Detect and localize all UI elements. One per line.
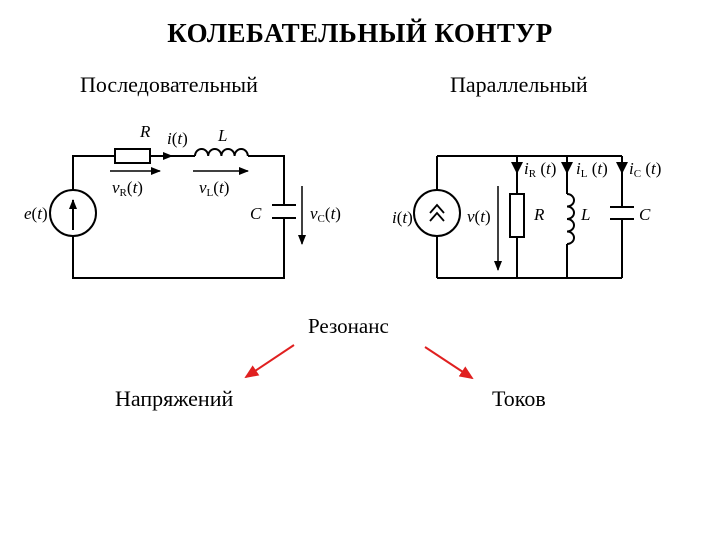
parallel-iL-arrow bbox=[561, 162, 573, 174]
parallel-source-double-arrow bbox=[429, 203, 445, 222]
series-circuit-heading: Последовательный bbox=[80, 72, 258, 97]
parallel-L-label: L bbox=[580, 205, 590, 224]
series-voltage-source bbox=[49, 189, 97, 237]
parallel-branch-current-arrows bbox=[511, 162, 628, 174]
series-resistor bbox=[114, 148, 151, 164]
parallel-R-label: R bbox=[533, 205, 545, 224]
series-C-label: C bbox=[250, 204, 262, 223]
parallel-iR-label: iR (t) bbox=[524, 159, 556, 180]
parallel-C-label: C bbox=[639, 205, 651, 224]
parallel-iC-label: iC (t) bbox=[629, 159, 661, 180]
parallel-circuit-heading: Параллельный bbox=[450, 72, 588, 97]
series-vR-label: vR(t) bbox=[112, 178, 143, 199]
series-e-label: e(t) bbox=[24, 204, 48, 223]
parallel-resistor bbox=[509, 193, 525, 238]
series-current-label: i(t) bbox=[167, 129, 188, 148]
series-L-label: L bbox=[217, 126, 227, 145]
current-resonance-label: Токов bbox=[492, 386, 546, 411]
arrow-to-voltage-resonance bbox=[244, 344, 295, 379]
series-vL-label: vL(t) bbox=[199, 178, 229, 199]
series-circuit bbox=[49, 148, 306, 279]
arrow-to-current-resonance bbox=[424, 346, 474, 380]
parallel-iR-arrow bbox=[511, 162, 523, 174]
series-R-label: R bbox=[139, 122, 151, 141]
page-title: КОЛЕБАТЕЛЬНЫЙ КОНТУР bbox=[167, 18, 553, 48]
parallel-labels: iR (t) iL (t) iC (t) i(t) v(t) R L C bbox=[392, 159, 661, 227]
parallel-iC-arrow bbox=[616, 162, 628, 174]
parallel-inductor bbox=[566, 193, 575, 245]
voltage-resonance-label: Напряжений bbox=[115, 386, 234, 411]
resonance-arrows bbox=[244, 344, 474, 380]
series-vC-label: vC(t) bbox=[310, 204, 341, 225]
resonance-label: Резонанс bbox=[308, 314, 389, 338]
parallel-v-label: v(t) bbox=[467, 207, 491, 226]
parallel-i-source-label: i(t) bbox=[392, 208, 413, 227]
series-wire-bottom bbox=[72, 218, 285, 279]
series-inductor bbox=[194, 148, 249, 157]
series-labels: R i(t) L vR(t) vL(t) C vC(t) e(t) bbox=[24, 122, 341, 225]
series-wire-top bbox=[72, 155, 285, 205]
parallel-current-source bbox=[413, 189, 461, 237]
parallel-circuit bbox=[413, 155, 634, 279]
parallel-iL-label: iL (t) bbox=[576, 159, 608, 180]
